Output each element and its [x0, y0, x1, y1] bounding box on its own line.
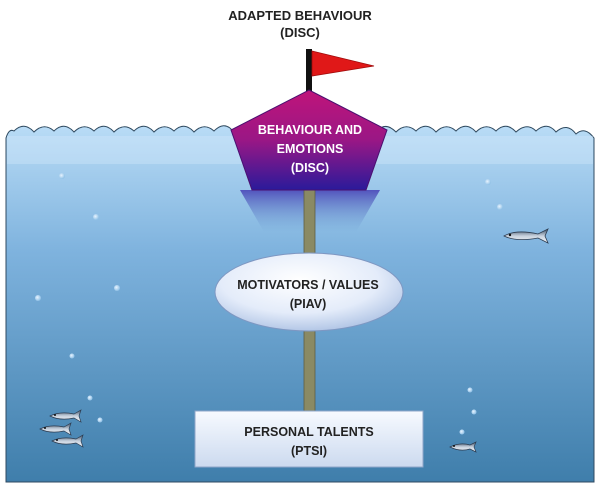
motivators-label: MOTIVATORS / VALUES (PIAV) [216, 276, 400, 314]
bubble [471, 409, 477, 415]
adapted-behaviour-title: ADAPTED BEHAVIOUR [228, 8, 372, 23]
fish-icon [39, 422, 72, 436]
bubble [497, 204, 503, 210]
bubble [93, 214, 99, 220]
fish-icon [503, 228, 549, 244]
buoy-line-2: EMOTIONS [276, 142, 344, 156]
fish-icon [51, 434, 84, 448]
talents-label: PERSONAL TALENTS (PTSI) [195, 423, 423, 461]
buoy-shape [230, 89, 388, 191]
bubble [97, 417, 103, 423]
bubble [35, 295, 41, 301]
buoy-label: BEHAVIOUR AND EMOTIONS (DISC) [240, 121, 380, 178]
buoy-line-3: (DISC) [290, 161, 330, 175]
flag-pole [306, 49, 312, 91]
adapted-behaviour-subtitle: (DISC) [280, 25, 320, 40]
buoy-line-1: BEHAVIOUR AND [257, 123, 363, 137]
talents-title: PERSONAL TALENTS [244, 425, 374, 439]
motivators-title: MOTIVATORS / VALUES [237, 278, 379, 292]
bubble [59, 173, 65, 179]
bubble [87, 395, 93, 401]
rope-upper [303, 187, 316, 257]
motivators-subtitle: (PIAV) [289, 297, 327, 311]
fish-icon [49, 409, 82, 423]
motivators-oval [214, 252, 404, 332]
fish-icon [449, 441, 477, 453]
adapted-behaviour-label: ADAPTED BEHAVIOUR (DISC) [200, 7, 400, 41]
bubble [485, 179, 491, 185]
flag-icon [311, 50, 375, 77]
talents-box [194, 410, 424, 468]
bubble [69, 353, 75, 359]
bubble [114, 285, 120, 291]
bubble [459, 429, 465, 435]
bubbles [35, 173, 503, 435]
bubble [467, 387, 473, 393]
rope-lower [303, 329, 316, 413]
talents-subtitle: (PTSI) [290, 444, 328, 458]
